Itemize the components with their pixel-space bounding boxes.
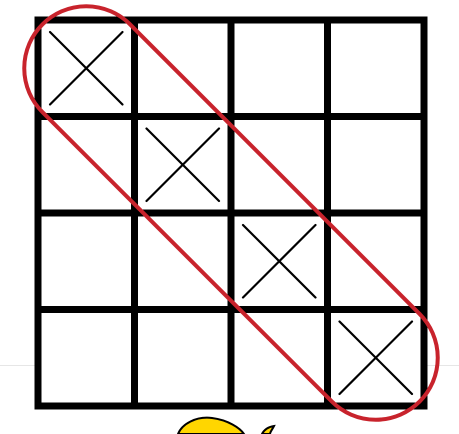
board-cell-r4-c2[interactable] xyxy=(135,310,232,407)
board-cell-r1-c2[interactable] xyxy=(135,20,232,117)
board-cell-r2-c4[interactable] xyxy=(328,117,425,214)
board-cell-r3-c4[interactable] xyxy=(328,213,425,310)
mascot-ear-icon xyxy=(262,426,274,434)
board-cell-r4-c1[interactable] xyxy=(38,310,135,407)
board-cell-r1-c4[interactable] xyxy=(328,20,425,117)
board-cell-r3-c1[interactable] xyxy=(38,213,135,310)
board-cell-r2-c1[interactable] xyxy=(38,117,135,214)
board-cell-r2-c3[interactable] xyxy=(231,117,328,214)
mascot-head-icon xyxy=(178,418,244,434)
mascot-partial-icon xyxy=(178,418,274,434)
board-cell-r1-c3[interactable] xyxy=(231,20,328,117)
board-cell-r4-c3[interactable] xyxy=(231,310,328,407)
board-cell-r3-c2[interactable] xyxy=(135,213,232,310)
